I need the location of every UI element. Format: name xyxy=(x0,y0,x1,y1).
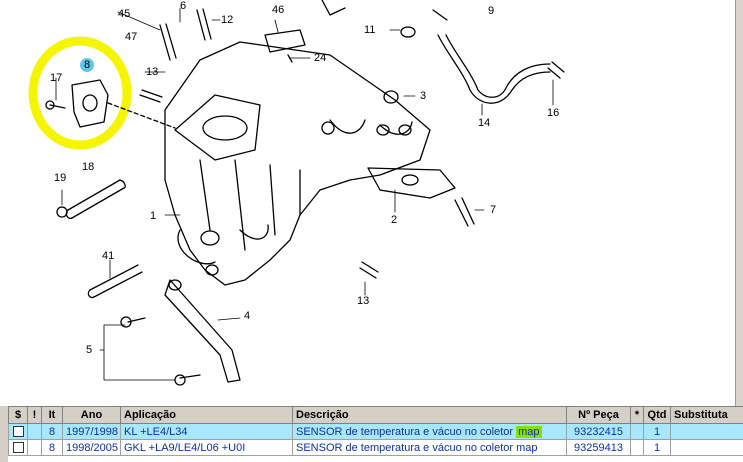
callout-45[interactable]: 45 xyxy=(118,8,131,20)
callout-24[interactable]: 24 xyxy=(314,52,327,64)
row-star xyxy=(630,423,644,440)
nut-11 xyxy=(400,26,416,38)
row-ano: 1998/2005 xyxy=(62,439,121,456)
callout-46[interactable]: 46 xyxy=(272,4,285,16)
table-left-gutter xyxy=(0,406,8,462)
row-checkbox[interactable] xyxy=(12,426,24,438)
diagram-vertical-scrollbar[interactable] xyxy=(735,0,743,406)
col-header-star[interactable]: * xyxy=(630,406,644,424)
bracket-4 xyxy=(164,279,241,383)
row-descricao-text: SENSOR de temperatura e vácuo no coletor xyxy=(296,425,514,438)
callout-7[interactable]: 7 xyxy=(490,204,497,216)
row-checkbox[interactable] xyxy=(12,442,24,454)
col-header-descricao[interactable]: Descrição xyxy=(292,406,567,424)
bracket-46 xyxy=(264,29,306,53)
table-header-row: $ ! It Ano Aplicação Descrição Nº Peça *… xyxy=(8,406,743,424)
callout-5[interactable]: 5 xyxy=(86,344,93,356)
highlight-ring xyxy=(28,36,132,150)
row-it: 8 xyxy=(41,423,63,440)
col-header-it[interactable]: It xyxy=(41,406,63,424)
exploded-parts-diagram[interactable]: 45 6 12 46 9 47 11 8 17 13 24 3 14 16 18… xyxy=(0,0,735,406)
row-bang-cell xyxy=(27,439,42,456)
callout-4[interactable]: 4 xyxy=(244,310,251,322)
callout-47[interactable]: 47 xyxy=(125,31,138,43)
col-header-qtd[interactable]: Qtd xyxy=(643,406,671,424)
callout-9[interactable]: 9 xyxy=(488,5,495,17)
row-descricao-suffix: map xyxy=(516,441,538,454)
throttle-flange xyxy=(174,94,261,161)
callout-3[interactable]: 3 xyxy=(420,90,427,102)
row-checkbox-cell[interactable] xyxy=(8,439,28,456)
callout-41[interactable]: 41 xyxy=(102,250,115,262)
col-header-npeca[interactable]: Nº Peça xyxy=(566,406,631,424)
row-checkbox-cell[interactable] xyxy=(8,423,28,440)
callout-18[interactable]: 18 xyxy=(82,161,95,173)
hose-14 xyxy=(437,34,551,104)
callout-1[interactable]: 1 xyxy=(150,210,157,222)
callout-14[interactable]: 14 xyxy=(478,117,491,129)
bracket-2 xyxy=(367,167,456,199)
callout-19[interactable]: 19 xyxy=(54,172,67,184)
row-star xyxy=(630,439,644,456)
col-header-ano[interactable]: Ano xyxy=(62,406,121,424)
callout-12[interactable]: 12 xyxy=(221,14,234,26)
row-bang-cell xyxy=(27,423,42,440)
callout-2[interactable]: 2 xyxy=(391,214,398,226)
callout-6[interactable]: 6 xyxy=(180,0,187,12)
map-sensor-8 xyxy=(71,79,109,128)
col-header-aplicacao[interactable]: Aplicação xyxy=(120,406,293,424)
search-highlight: map xyxy=(516,425,542,438)
row-it: 8 xyxy=(41,439,63,456)
col-header-bang[interactable]: ! xyxy=(27,406,42,424)
callout-13-upper[interactable]: 13 xyxy=(146,66,159,78)
row-descricao: SENSOR de temperatura e vácuo no coletor… xyxy=(292,423,567,440)
row-qtd: 1 xyxy=(643,439,671,456)
row-substituta xyxy=(670,423,743,440)
callout-16[interactable]: 16 xyxy=(547,107,560,119)
row-aplicacao: GKL +LA9/LE4/L06 +U0I xyxy=(120,439,293,456)
parts-table: $ ! It Ano Aplicação Descrição Nº Peça *… xyxy=(8,406,743,456)
table-row[interactable]: 8 1998/2005 GKL +LA9/LE4/L06 +U0I SENSOR… xyxy=(8,439,743,456)
callout-13-lower[interactable]: 13 xyxy=(357,295,370,307)
throttle-bore xyxy=(202,115,248,141)
intake-manifold-drawing xyxy=(28,0,565,386)
row-descricao-text: SENSOR de temperatura e vácuo no coletor xyxy=(296,441,514,454)
callout-11[interactable]: 11 xyxy=(364,24,376,36)
table-row[interactable]: 8 1997/1998 KL +LE4/L34 SENSOR de temper… xyxy=(8,423,743,440)
callout-17[interactable]: 17 xyxy=(50,72,63,84)
row-npeca: 93232415 xyxy=(566,423,631,440)
row-ano: 1997/1998 xyxy=(62,423,121,440)
row-qtd: 1 xyxy=(643,423,671,440)
col-header-dollar[interactable]: $ xyxy=(8,406,28,424)
row-npeca: 93259413 xyxy=(566,439,631,456)
row-substituta xyxy=(670,439,743,456)
col-header-substituta[interactable]: Substituta xyxy=(670,406,743,424)
callout-8-selected[interactable]: 8 xyxy=(80,58,94,72)
row-aplicacao: KL +LE4/L34 xyxy=(120,423,293,440)
manifold-body xyxy=(164,41,431,286)
row-descricao: SENSOR de temperatura e vácuo no coletor… xyxy=(292,439,567,456)
